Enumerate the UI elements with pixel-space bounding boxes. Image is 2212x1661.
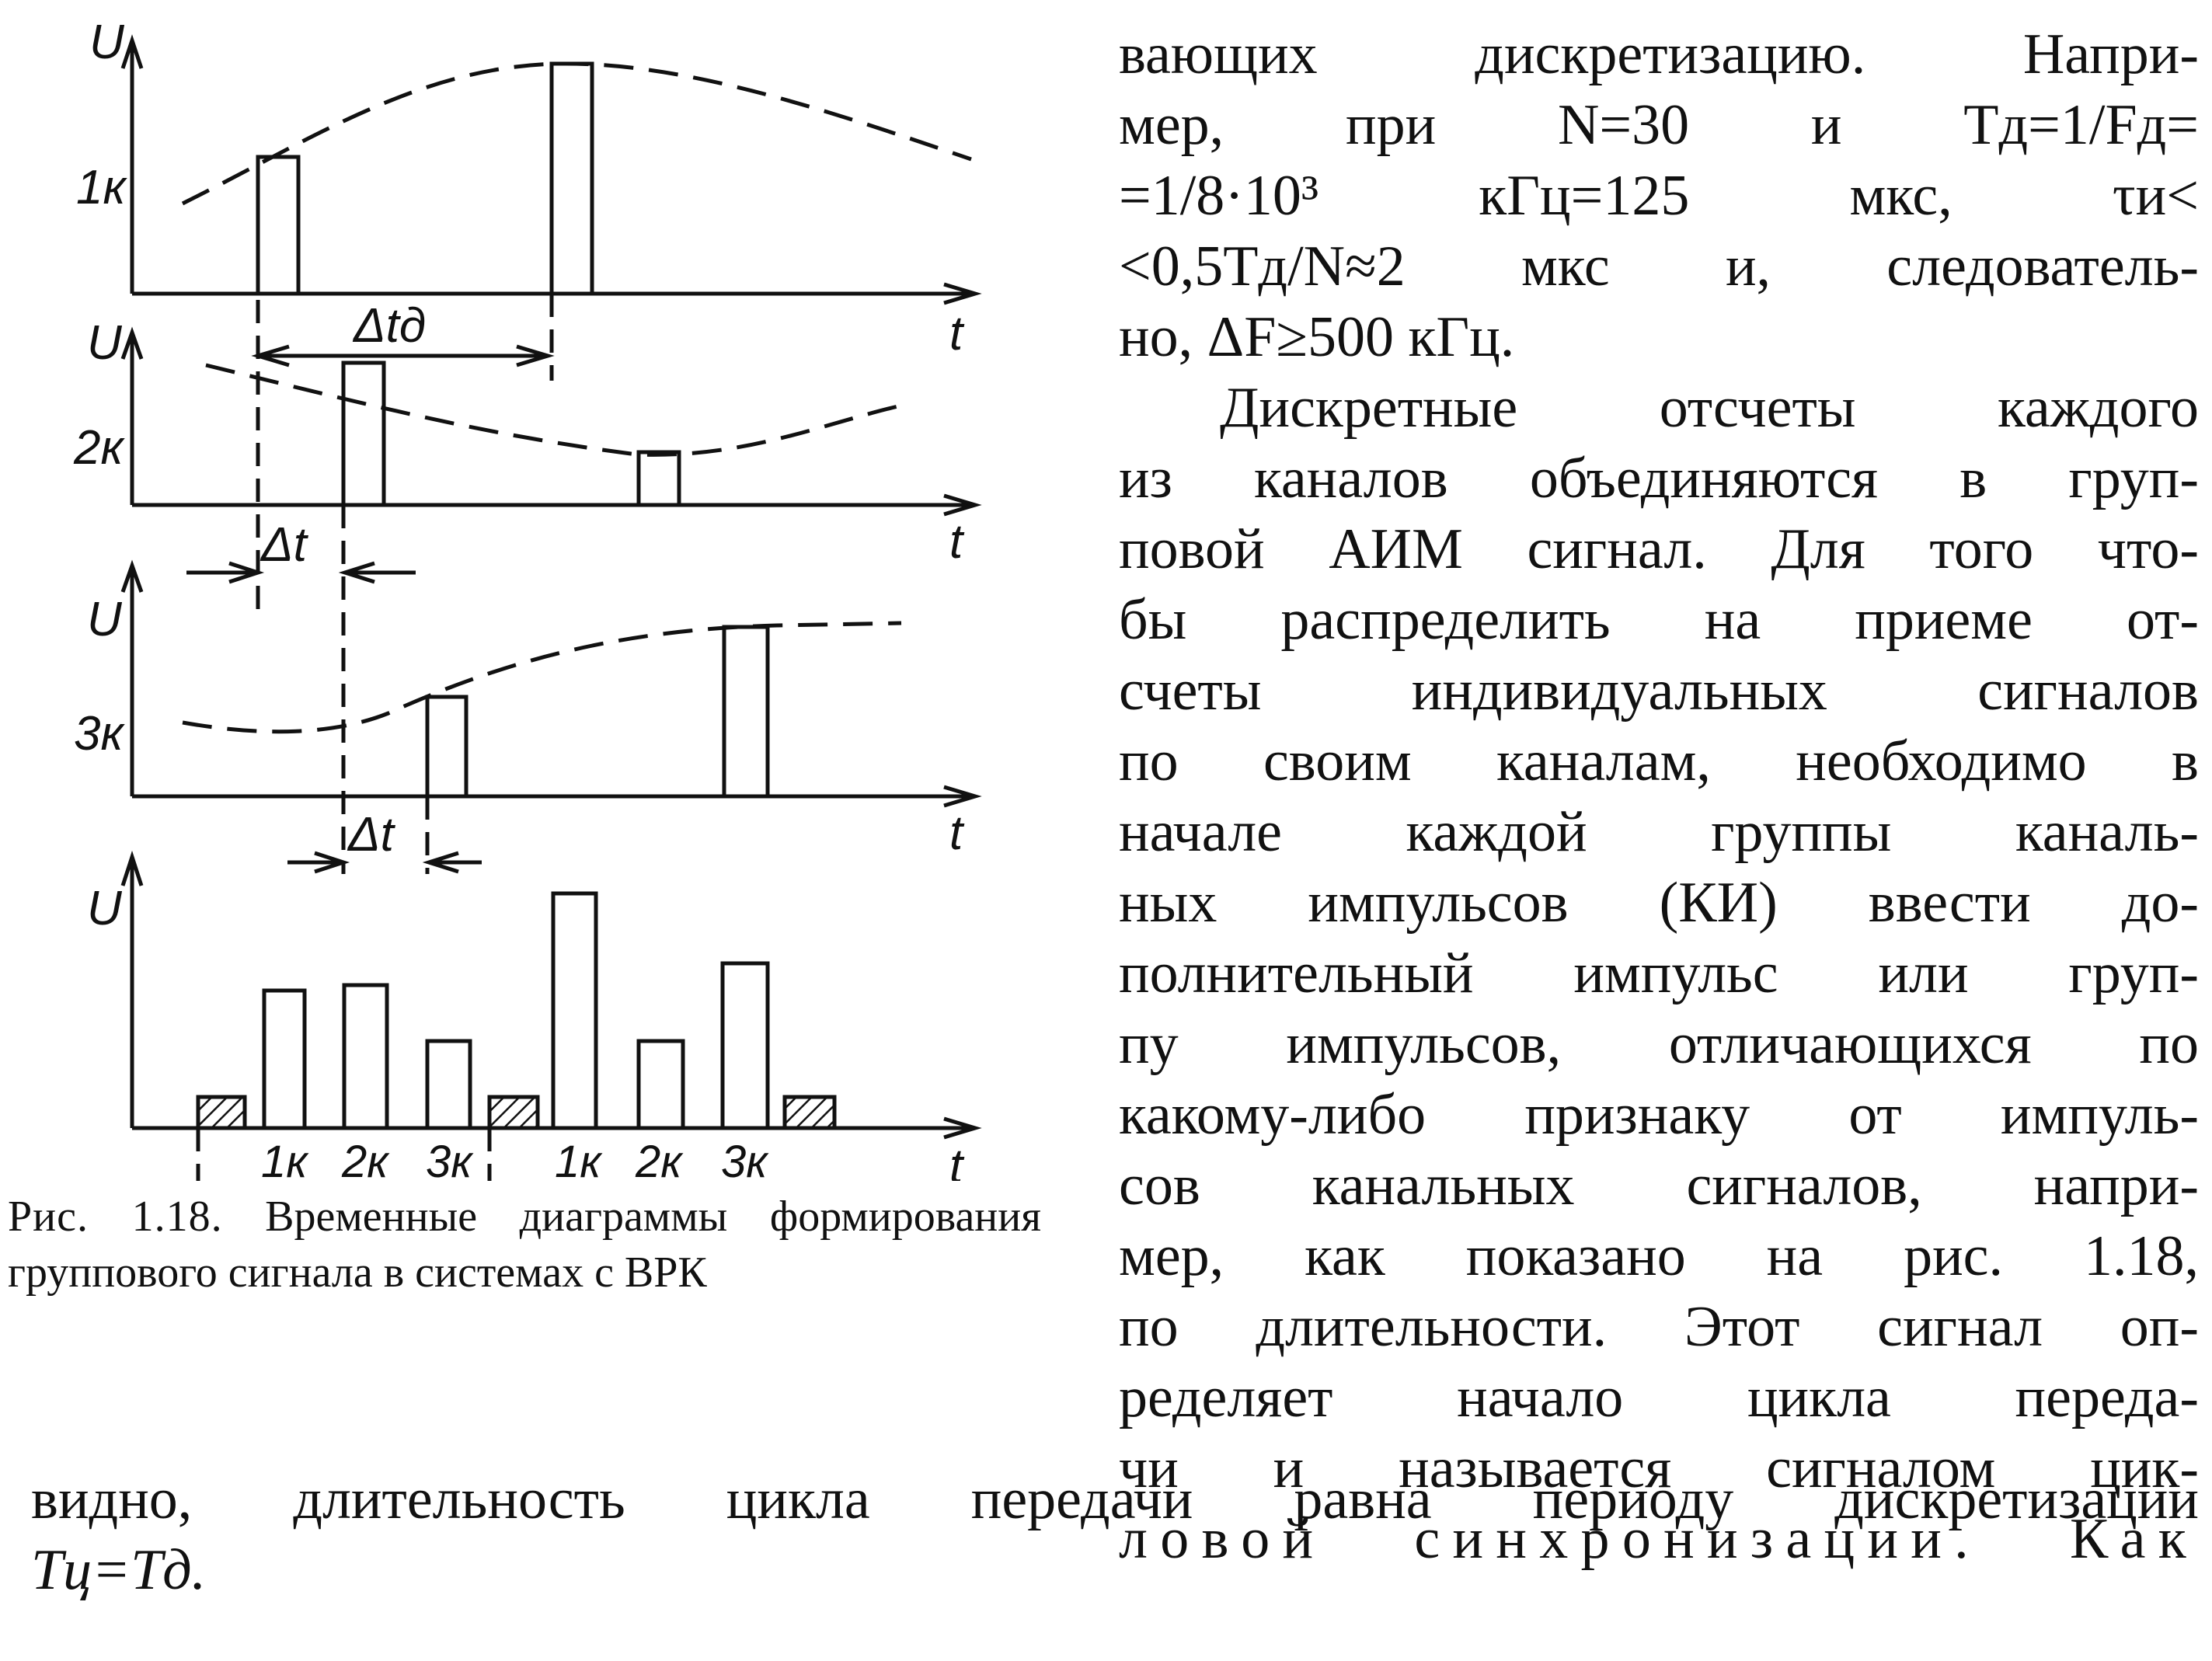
- text-line: начале каждой группы каналь-: [1119, 800, 2199, 864]
- text-line: счеты индивидуальных сигналов: [1119, 659, 2199, 723]
- text-line: вающих дискретизацию. Напри-: [1119, 23, 2199, 86]
- sync-pulse-1: [196, 1095, 247, 1130]
- panel4-x-label: t: [949, 1140, 965, 1181]
- text-line: из каналов объединяются в груп-: [1119, 447, 2199, 510]
- text-line: бы распределить на приеме от-: [1119, 588, 2199, 652]
- group-pulse-2k-b: [636, 1039, 685, 1130]
- panel1-channel-label: 1к: [76, 161, 127, 214]
- panel4-pulse-label-4: 1к: [555, 1137, 603, 1181]
- panel2-envelope: [205, 363, 902, 457]
- timing-diagram-svg: U 1к t Δtд U 2к t Δt U 3к t Δt U t Тц 1к…: [73, 16, 982, 1247]
- text-line: по своим каналам, необходимо в: [1119, 730, 2199, 793]
- text-line: сов канальных сигналов, напри-: [1119, 1154, 2199, 1217]
- text-line: пу импульсов, отличающихся по: [1119, 1012, 2199, 1076]
- panel1-interval-label: Δtд: [352, 299, 426, 353]
- panel4-pulse-label-3: 3к: [426, 1137, 474, 1181]
- body-text-column: вающих дискретизацию. Напри- мер, при N=…: [1119, 19, 2199, 1575]
- text-line: но, ΔF≥500 кГц.: [1119, 305, 1515, 369]
- text-line: какому-либо признаку от импуль-: [1119, 1083, 2199, 1147]
- panel1-x-label: t: [949, 307, 965, 360]
- text-line: полнительный импульс или груп-: [1119, 942, 2199, 1005]
- panel3-envelope: [182, 621, 902, 734]
- text-line: мер, как показано на рис. 1.18,: [1119, 1224, 2199, 1288]
- bottom-text: видно, длительность цикла передачи равна…: [31, 1464, 2199, 1606]
- group-pulse-2k: [342, 983, 389, 1130]
- panel3-x-label: t: [949, 806, 965, 860]
- panel1-pulse-a: [256, 155, 301, 296]
- paragraph-2-cont: из каналов объединяются в груп- повой АИ…: [1119, 444, 2199, 1575]
- timing-diagram-figure: U 1к t Δtд U 2к t Δt U 3к t Δt U t Тц 1к…: [0, 0, 1072, 1336]
- group-pulse-1k-b: [551, 891, 598, 1130]
- sync-pulse-2: [487, 1095, 540, 1130]
- text-line: ловой синхронизации. Как: [1119, 1507, 2199, 1571]
- text-line: мер, при N=30 и Tд=1/Fд=: [1119, 93, 2199, 157]
- panel3-pulse-a: [425, 695, 469, 799]
- text-line: ных импульсов (КИ) ввести до-: [1119, 871, 2199, 935]
- panel2-pulse-b: [636, 450, 681, 507]
- figure-caption-number: Рис. 1.18.: [8, 1193, 223, 1241]
- figure-caption-text: Временные диаграммы формирования группов…: [8, 1193, 1041, 1297]
- paragraph-1: вающих дискретизацию. Напри- мер, при N=…: [1119, 19, 2199, 373]
- group-pulse-1k: [262, 988, 307, 1130]
- panel4-pulse-label-1: 1к: [261, 1137, 309, 1181]
- text-line-formula: Tц=Tд.: [31, 1538, 207, 1602]
- panel1-y-label: U: [89, 16, 125, 69]
- panel3-channel-label: 3к: [74, 707, 125, 761]
- paragraph-2: Дискретные отсчеты каждого: [1119, 373, 2199, 444]
- panel3-interval-label: Δt: [347, 808, 396, 862]
- text-line: =1/8·10³ кГц=125 мкс, τи<: [1119, 164, 2199, 228]
- figure-caption: Рис. 1.18. Временные диаграммы формирова…: [8, 1189, 1041, 1301]
- text-line: чи и называется сигналом цик-: [1119, 1436, 2199, 1500]
- panel3-y-label: U: [87, 593, 123, 646]
- text-line: видно, длительность цикла передачи равна…: [31, 1468, 2199, 1531]
- panel4-pulse-label-6: 3к: [721, 1137, 769, 1181]
- panel2-y-label: U: [87, 316, 123, 370]
- panel1-envelope: [181, 61, 972, 206]
- text-line: ределяет начало цикла переда-: [1119, 1366, 2199, 1429]
- panel1-pulse-b: [549, 61, 594, 296]
- panel4-pulse-label-5: 2к: [635, 1137, 684, 1181]
- text-line: повой АИМ сигнал. Для того что-: [1119, 517, 2199, 581]
- text-line: по длительности. Этот сигнал оп-: [1119, 1295, 2199, 1359]
- text-line: <0,5Tд/N≈2 мкс и, следователь-: [1119, 235, 2199, 298]
- panel3-pulse-b: [722, 625, 770, 799]
- panel2-x-label: t: [949, 515, 965, 569]
- panel2-interval-label: Δt: [260, 518, 309, 572]
- panel2-pulse-a: [341, 360, 386, 507]
- text-line: Дискретные отсчеты каждого: [1220, 376, 2199, 440]
- panel4-pulse-label-2: 2к: [341, 1137, 390, 1181]
- group-pulse-3k-b: [720, 961, 770, 1130]
- panel4-y-label: U: [87, 882, 123, 935]
- group-pulse-3k: [425, 1039, 472, 1130]
- panel2-channel-label: 2к: [73, 421, 125, 475]
- sync-pulse-3: [782, 1095, 837, 1130]
